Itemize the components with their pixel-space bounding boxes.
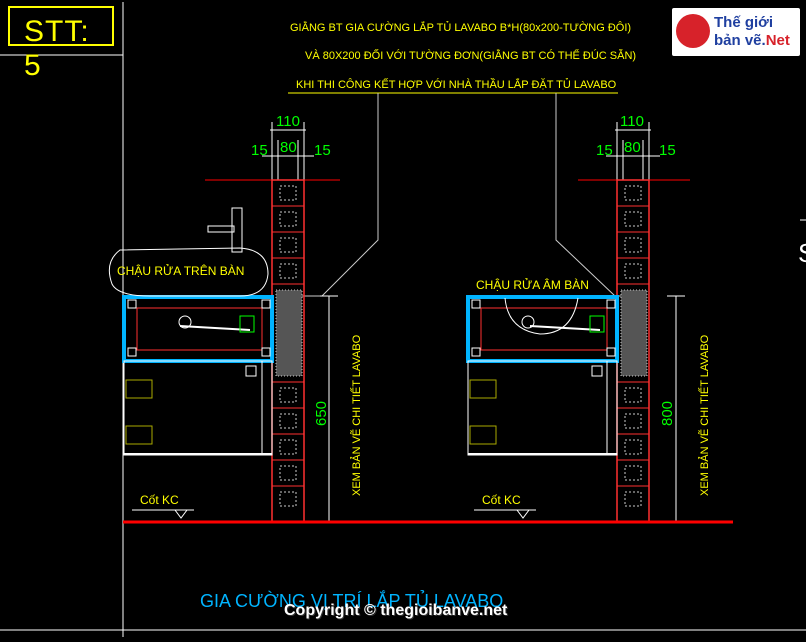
right-valve (589, 315, 605, 333)
drawing-title: GIA CƯỜNG VỊ TRÍ LẮP TỦ LAVABO (200, 590, 503, 611)
header-note-1: GIẰNG BT GIA CƯỜNG LẮP TỦ LAVABO B*H(80x… (290, 21, 631, 34)
left-counter-bolt-1 (127, 299, 137, 309)
left-dim-15b: 15 (314, 142, 331, 159)
left-cabinet (123, 360, 273, 456)
left-counter-bolt-2 (127, 347, 137, 357)
right-wall-bricks (617, 185, 649, 507)
right-basin (504, 297, 579, 335)
stt-label: STT: 5 (24, 15, 90, 82)
left-cabinet-side (261, 360, 273, 456)
house-icon (676, 14, 710, 48)
right-counter-bolt-4 (606, 347, 616, 357)
right-hinge-2 (469, 425, 497, 445)
logo-line-2b: Net (765, 32, 790, 49)
left-dim-80: 80 (280, 139, 297, 156)
left-faucet-body (231, 207, 243, 253)
right-dim-80: 80 (624, 139, 641, 156)
logo-line-2: bản vẽ.Net (714, 32, 790, 49)
right-counter-bolt-2 (471, 347, 481, 357)
left-side-note: XEM BẢN VẼ CHI TIẾT LAVABO (350, 334, 363, 496)
left-height-dim: 650 (313, 401, 330, 426)
right-counter-inner (480, 307, 608, 351)
right-detail: 110 15 80 15 (466, 113, 711, 523)
header-note-2: VÀ 80X200 ĐỐI VỚI TƯỜNG ĐƠN(GIẰNG BT CÓ … (305, 48, 636, 62)
left-detail: 110 15 80 15 (108, 113, 363, 523)
right-level-marker (516, 509, 530, 519)
site-logo: Thế giới bản vẽ.Net (672, 8, 800, 56)
left-hinge-1 (125, 379, 153, 399)
left-counter-bolt-3 (261, 299, 271, 309)
logo-line-1: Thế giới (714, 14, 773, 31)
header-note-3: KHI THI CÔNG KẾT HỢP VỚI NHÀ THẦU LẮP ĐẶ… (296, 78, 617, 91)
left-basin (108, 247, 269, 297)
left-hinge-2 (125, 425, 153, 445)
left-valve (239, 315, 255, 333)
right-level-label: Cốt KC (482, 493, 521, 507)
right-counter-bolt-1 (471, 299, 481, 309)
left-level-marker (174, 509, 188, 519)
right-dim-15a: 15 (596, 142, 613, 159)
right-cabinet (467, 360, 618, 456)
right-drain-pipe (529, 325, 601, 331)
left-wall-bricks (272, 185, 304, 507)
edge-mark: S (798, 238, 806, 268)
right-counter-bolt-3 (606, 299, 616, 309)
logo-line-2a: bản vẽ. (714, 32, 766, 49)
right-drain-trap (521, 315, 535, 329)
right-sink-label: CHẬU RỬA ÂM BÀN (476, 277, 589, 292)
stt-box: STT: 5 (8, 6, 114, 82)
copyright-watermark: Copyright © thegioibanve.net (284, 602, 508, 619)
right-cabinet-knob (591, 365, 603, 377)
left-cabinet-knob (245, 365, 257, 377)
right-dim-15b: 15 (659, 142, 676, 159)
left-level-label: Cốt KC (140, 493, 179, 507)
left-drain-trap (178, 315, 192, 329)
left-drain-pipe (179, 325, 251, 331)
left-dim-110: 110 (276, 113, 300, 130)
right-concrete-beam (620, 289, 648, 377)
right-side-note: XEM BẢN VẼ CHI TIẾT LAVABO (698, 334, 711, 496)
right-hinge-1 (469, 379, 497, 399)
left-faucet-spout (207, 225, 235, 233)
right-height-dim: 800 (659, 401, 676, 426)
right-cabinet-side (606, 360, 618, 456)
left-counter-bolt-4 (261, 347, 271, 357)
left-sink-label: CHẬU RỬA TRÊN BÀN (117, 263, 244, 278)
left-dim-15a: 15 (251, 142, 268, 159)
left-concrete-beam (275, 289, 303, 377)
left-counter-inner (136, 307, 263, 351)
leader-left (302, 93, 379, 297)
right-dim-110: 110 (620, 113, 644, 130)
